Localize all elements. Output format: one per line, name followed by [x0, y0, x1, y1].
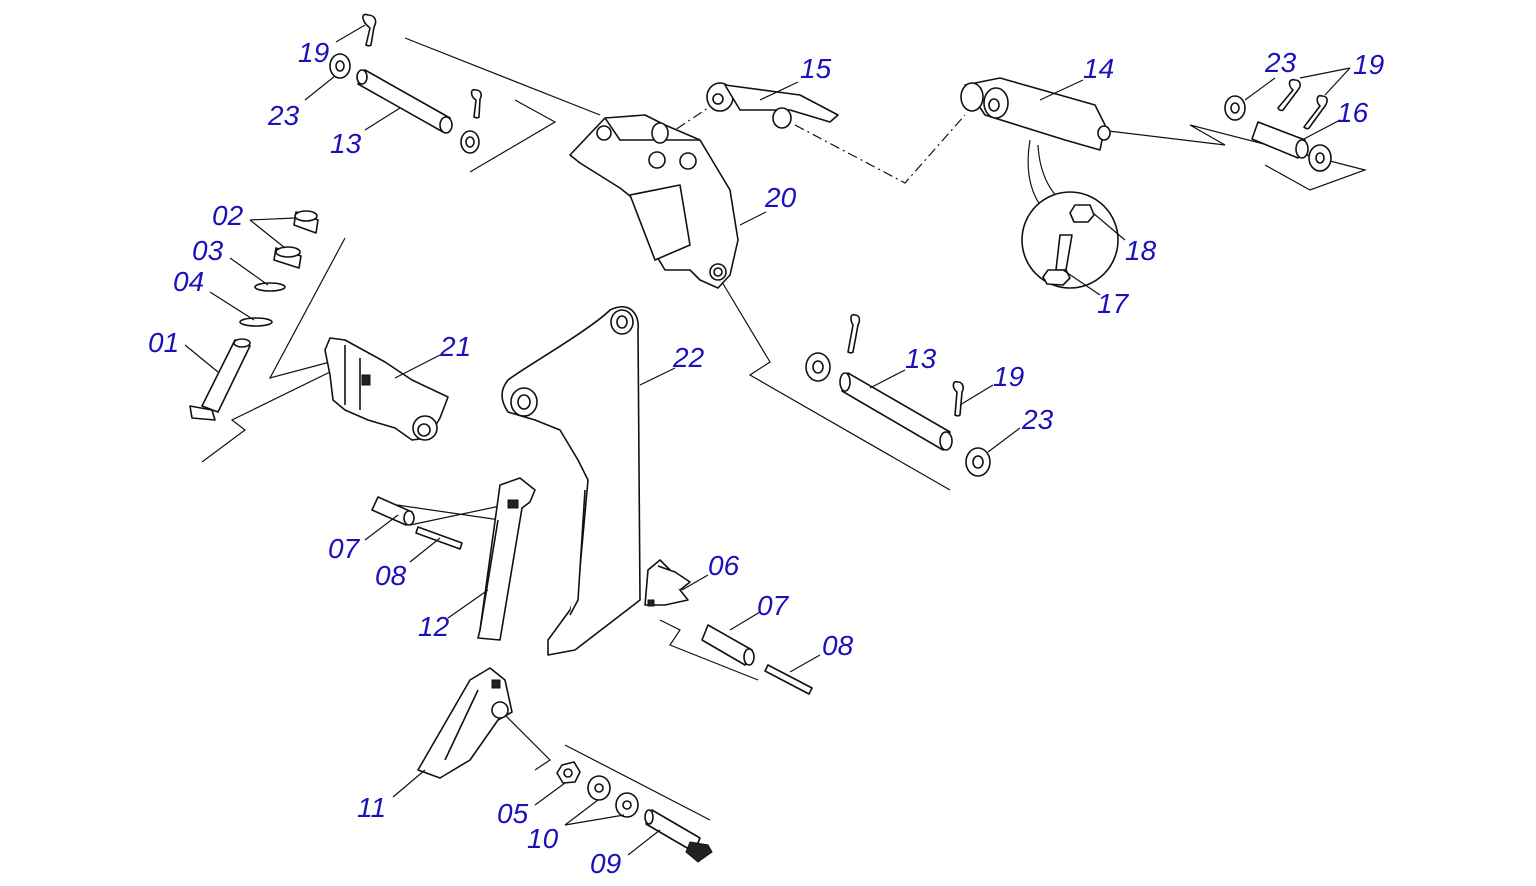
callout-19-top: 19	[298, 37, 329, 68]
pin-07-right	[701, 624, 755, 666]
cotter-pins-19-right	[1277, 78, 1328, 130]
callout-08-right: 08	[822, 630, 854, 661]
callout-17: 17	[1097, 288, 1130, 319]
callout-03: 03	[192, 235, 224, 266]
washer-10-a	[587, 775, 611, 801]
callout-05: 05	[497, 798, 529, 829]
washer-23-right	[1224, 95, 1246, 121]
callout-19-right: 19	[1353, 49, 1384, 80]
bracket-20	[569, 114, 739, 289]
callout-19-lower: 19	[993, 361, 1024, 392]
cutting-edge-11	[417, 667, 513, 779]
washer-top-right	[460, 130, 480, 154]
pin-13-top	[356, 69, 453, 134]
callout-15: 15	[800, 53, 832, 84]
tooth-12	[477, 477, 536, 641]
callout-13-lower: 13	[905, 343, 937, 374]
callout-11: 11	[357, 792, 386, 823]
cotter-pin-top-right	[470, 88, 483, 119]
cotter-pin-right-mid	[847, 313, 861, 354]
assembly-lines	[201, 37, 1368, 821]
callout-01: 01	[148, 327, 179, 358]
callout-18: 18	[1125, 235, 1157, 266]
callout-08-left: 08	[375, 560, 407, 591]
pin-16	[1251, 121, 1309, 159]
washer-right-end	[1308, 144, 1332, 172]
callout-14: 14	[1083, 53, 1114, 84]
callout-20: 20	[764, 182, 797, 213]
callout-07-left: 07	[328, 533, 361, 564]
callout-16: 16	[1337, 97, 1369, 128]
bolt-01	[189, 338, 251, 421]
washer-23-lower	[965, 447, 991, 477]
callout-23-top: 23	[267, 100, 300, 131]
detail-circle-17-18	[1021, 139, 1119, 289]
callout-04: 04	[173, 266, 204, 297]
bracket-06	[644, 559, 691, 607]
mount-21	[324, 337, 449, 441]
callout-21: 21	[439, 331, 471, 362]
callout-13-top: 13	[330, 128, 362, 159]
callout-02: 02	[212, 200, 244, 231]
callout-10: 10	[527, 823, 559, 854]
callout-23-lower: 23	[1021, 404, 1054, 435]
pin-08-left	[415, 526, 463, 550]
shim-04	[239, 317, 273, 327]
link-14	[960, 77, 1111, 151]
bushing-02-upper	[293, 210, 319, 234]
callout-leaders	[184, 24, 1351, 856]
callout-12: 12	[418, 611, 450, 642]
pin-07-left	[371, 496, 415, 526]
shank-22	[501, 306, 641, 656]
callout-23-right: 23	[1264, 47, 1297, 78]
cotter-pin-19-top	[362, 13, 377, 47]
washer-10-b	[615, 792, 639, 818]
bushing-02-lower	[273, 246, 302, 269]
callout-09: 09	[590, 848, 621, 879]
washer-03	[254, 282, 286, 292]
pin-13-lower	[839, 372, 953, 451]
callout-06: 06	[708, 550, 740, 581]
nut-05	[556, 761, 581, 784]
washer-23-top	[329, 53, 351, 79]
callout-22: 22	[672, 342, 705, 373]
callout-labels: 19 23 13 15 14 23 19 16 20 18 17 02 03 0…	[148, 37, 1384, 879]
callout-07-right: 07	[757, 590, 790, 621]
washer-left-mid	[805, 352, 831, 382]
pin-08-right	[764, 664, 813, 695]
link-15	[706, 82, 839, 129]
cotter-pin-19-lower	[952, 380, 965, 417]
bolt-09	[644, 809, 713, 863]
